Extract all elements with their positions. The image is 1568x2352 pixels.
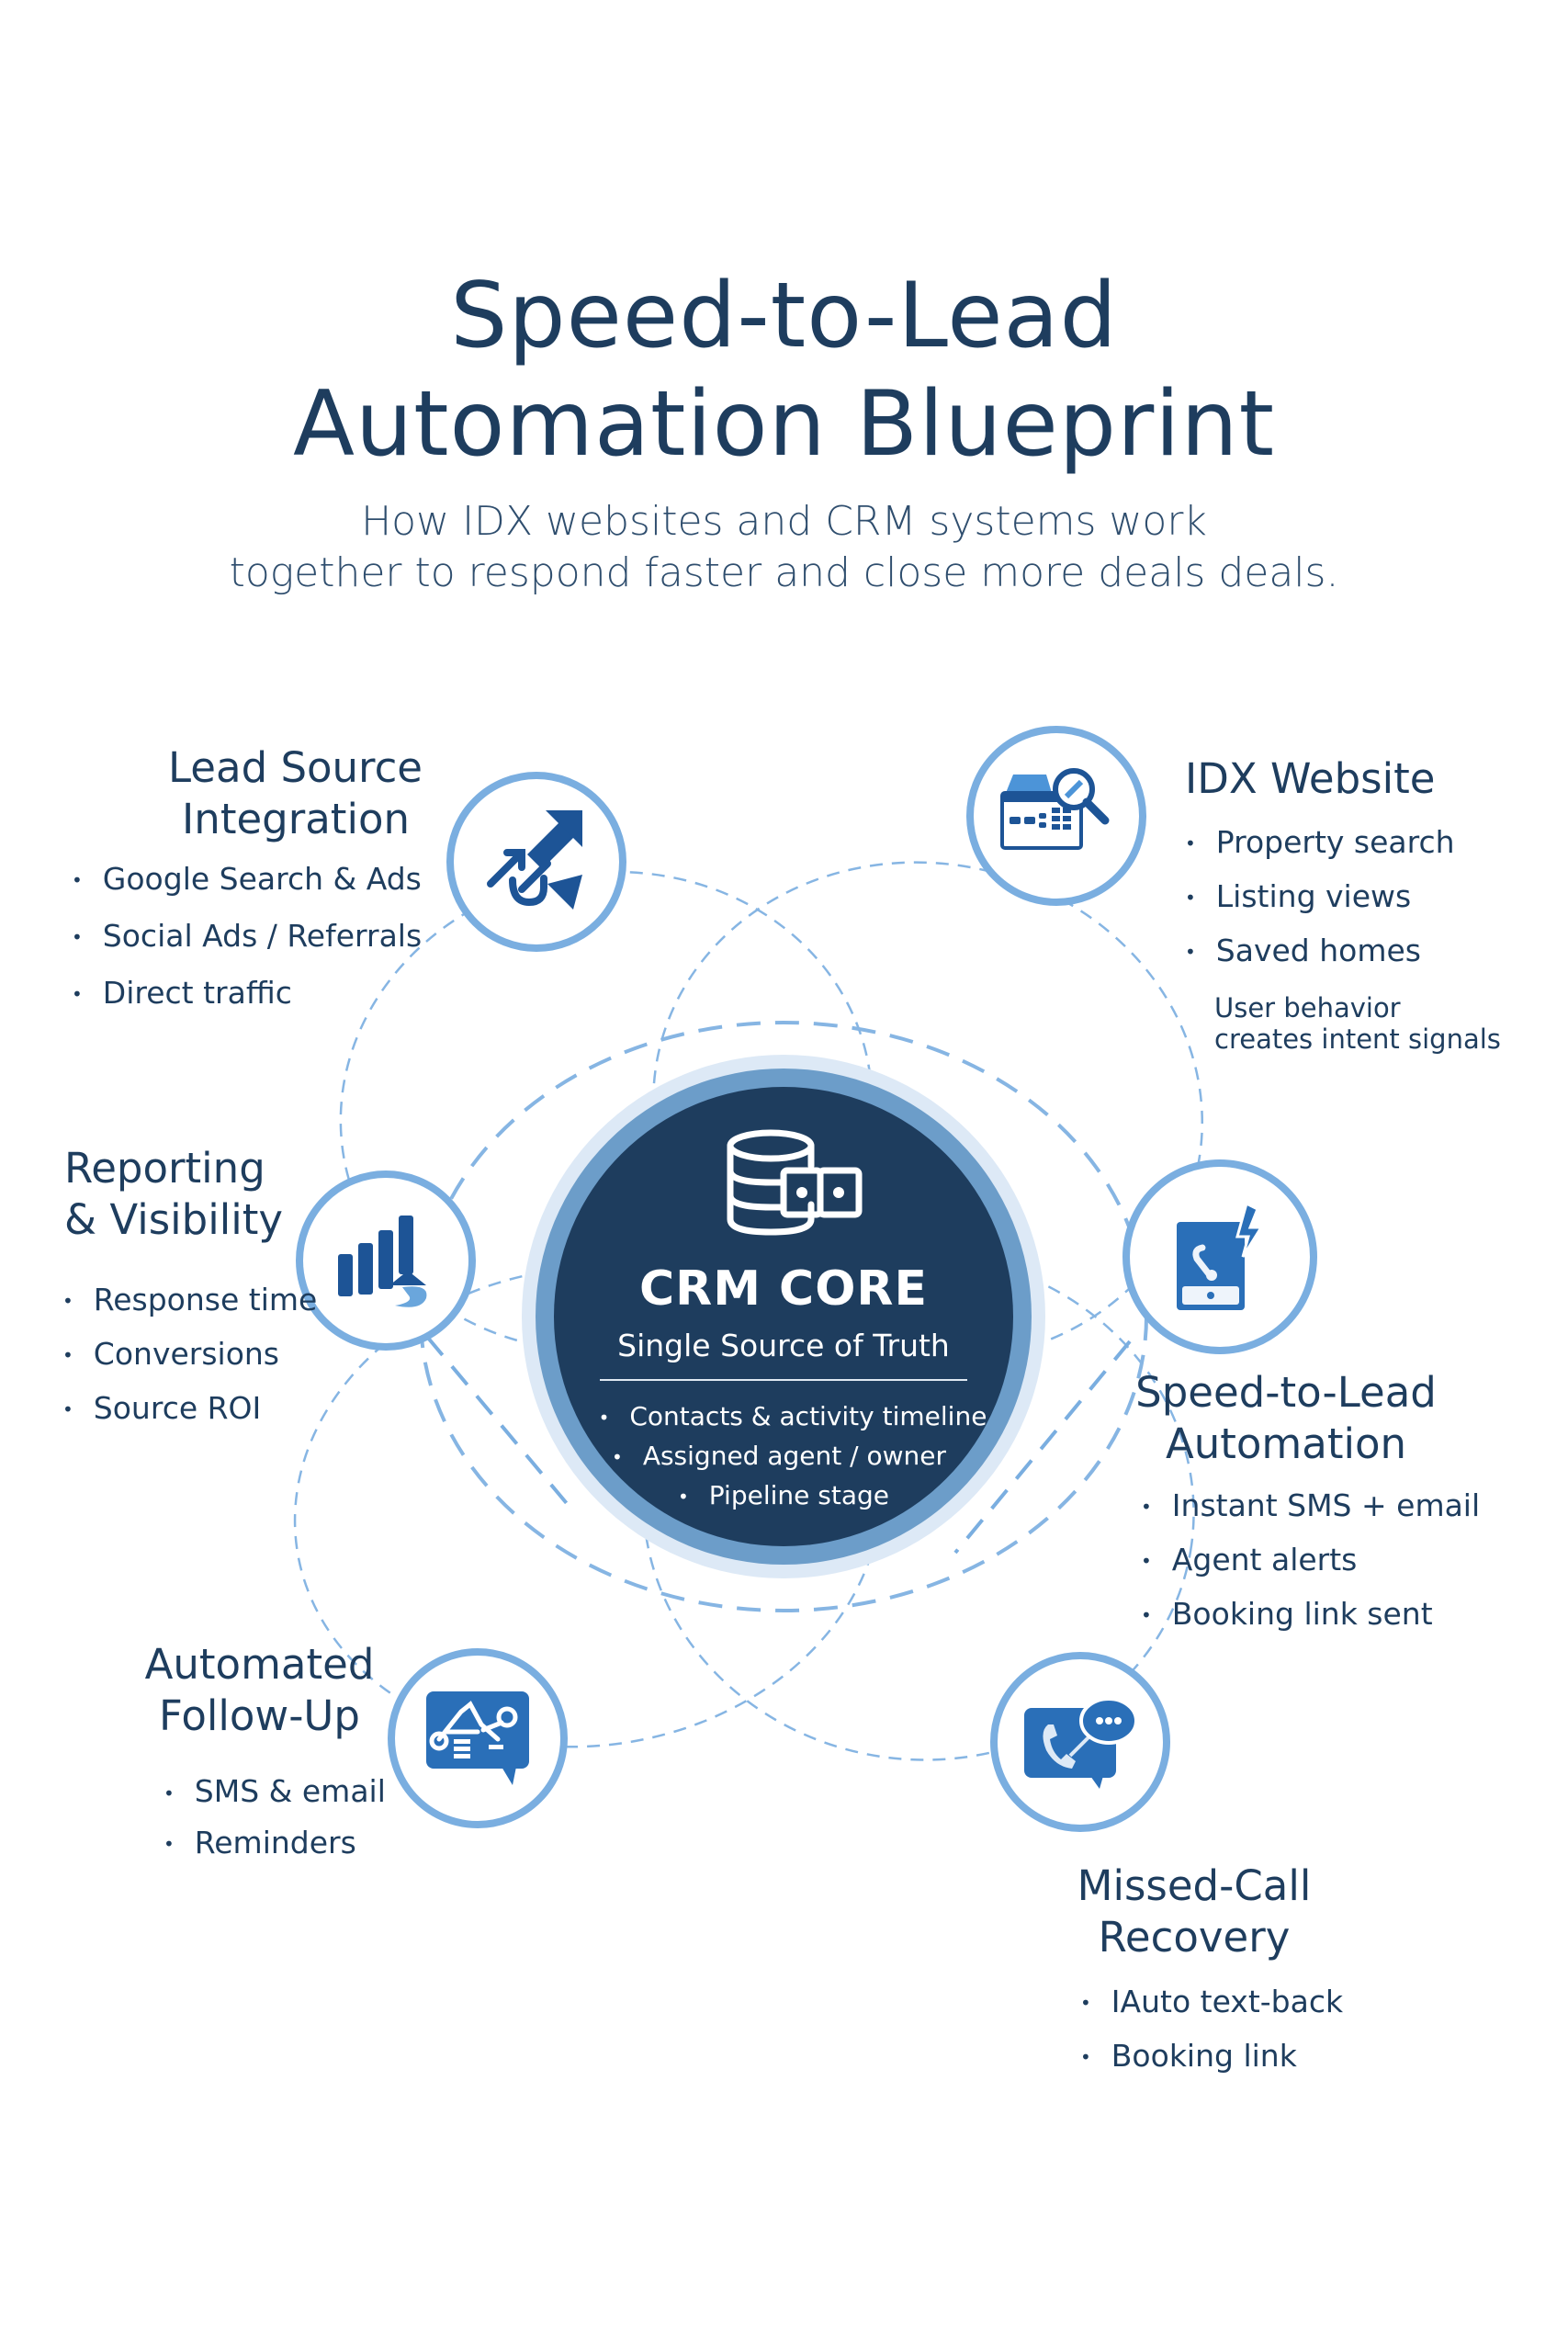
speed-to-lead-list: Instant SMS + email Agent alerts Booking…	[1141, 1479, 1480, 1642]
workflow-chat-icon	[426, 1691, 529, 1785]
lead-source-list: Google Search & Ads Social Ads / Referra…	[72, 853, 422, 1021]
missed-call-item: IAuto text-back	[1080, 1975, 1343, 2030]
missed-call-title-line-2: Recovery	[1098, 1913, 1291, 1962]
house-search-icon	[1000, 768, 1110, 850]
page-title: Speed-to-Lead Automation Blueprint	[0, 262, 1568, 479]
follow-up-item: SMS & email	[164, 1767, 386, 1818]
core-item: Contacts & activity timeline	[554, 1397, 1013, 1437]
spoke-speed	[953, 1340, 1132, 1555]
speed-to-lead-item: Instant SMS + email	[1141, 1479, 1480, 1533]
subtitle-line-1: How IDX websites and CRM systems work	[361, 498, 1207, 545]
missed-call-node[interactable]	[990, 1652, 1170, 1832]
follow-up-title: Automated Follow-Up	[129, 1639, 390, 1742]
idx-note-line-2: creates intent signals	[1214, 1023, 1501, 1055]
database-link-icon	[727, 1129, 863, 1236]
crm-core[interactable]: CRM CORE Single Source of Truth Contacts…	[554, 1087, 1013, 1546]
idx-website-item: Saved homes	[1185, 924, 1455, 978]
speed-to-lead-title: Speed-to-Lead Automation	[1125, 1367, 1447, 1470]
subtitle-line-2: together to respond faster and close mor…	[229, 549, 1339, 596]
reporting-node[interactable]	[296, 1170, 476, 1351]
title-line-1: Speed-to-Lead	[450, 264, 1118, 368]
reporting-title-line-1: Reporting	[64, 1144, 265, 1193]
core-subtitle: Single Source of Truth	[617, 1328, 950, 1363]
speed-to-lead-item: Agent alerts	[1141, 1533, 1480, 1588]
speed-to-lead-item: Booking link sent	[1141, 1588, 1480, 1642]
lead-source-title-line-1: Lead Source	[168, 743, 423, 792]
speed-to-lead-title-line-1: Speed-to-Lead	[1135, 1368, 1437, 1417]
speed-to-lead-title-line-2: Automation	[1165, 1419, 1407, 1468]
core-divider	[600, 1379, 967, 1381]
lead-source-item: Direct traffic	[72, 967, 422, 1021]
follow-up-title-line-2: Follow-Up	[159, 1691, 360, 1740]
page-subtitle: How IDX websites and CRM systems work to…	[0, 496, 1568, 599]
core-title: CRM CORE	[639, 1261, 928, 1317]
reporting-item: Source ROI	[62, 1382, 317, 1436]
reporting-item: Response time	[62, 1273, 318, 1328]
follow-up-node[interactable]	[388, 1648, 568, 1828]
trending-arrows-icon	[487, 810, 582, 910]
lead-source-node[interactable]	[446, 772, 626, 952]
missed-call-title-line-1: Missed-Call	[1077, 1861, 1312, 1910]
core-item: Pipeline stage	[554, 1476, 1013, 1516]
reporting-title-line-2: & Visibility	[64, 1195, 283, 1244]
title-line-2: Automation Blueprint	[292, 372, 1276, 477]
follow-up-title-line-1: Automated	[144, 1640, 375, 1689]
idx-website-note: User behavior creates intent signals	[1214, 992, 1501, 1055]
idx-note-line-1: User behavior	[1214, 992, 1401, 1023]
idx-website-item: Property search	[1185, 816, 1455, 870]
follow-up-list: SMS & email Reminders	[164, 1767, 386, 1869]
missed-call-list: IAuto text-back Booking link	[1080, 1975, 1343, 2084]
phone-chat-icon	[1024, 1697, 1138, 1789]
speed-to-lead-node[interactable]	[1122, 1159, 1317, 1354]
missed-call-item: Booking link	[1080, 2030, 1343, 2084]
lead-source-item: Google Search & Ads	[72, 853, 422, 907]
idx-website-list: Property search Listing views Saved home…	[1185, 816, 1455, 978]
phone-lightning-icon	[1177, 1202, 1264, 1310]
idx-website-node[interactable]	[966, 726, 1146, 906]
lead-source-item: Social Ads / Referrals	[72, 910, 422, 964]
core-item: Assigned agent / owner	[545, 1437, 1013, 1476]
core-list: Contacts & activity timeline Assigned ag…	[554, 1397, 1013, 1516]
follow-up-item: Reminders	[164, 1818, 386, 1870]
reporting-list: Response time Conversions Source ROI	[62, 1273, 318, 1436]
lead-source-title-line-2: Integration	[182, 795, 410, 843]
idx-website-item: Listing views	[1185, 870, 1455, 924]
bar-chart-icon	[338, 1216, 427, 1307]
lead-source-title: Lead Source Integration	[156, 742, 423, 845]
reporting-title: Reporting & Visibility	[64, 1143, 283, 1246]
idx-website-title: IDX Website	[1185, 754, 1436, 803]
reporting-item: Conversions	[62, 1328, 317, 1382]
missed-call-title: Missed-Call Recovery	[1056, 1860, 1332, 1963]
